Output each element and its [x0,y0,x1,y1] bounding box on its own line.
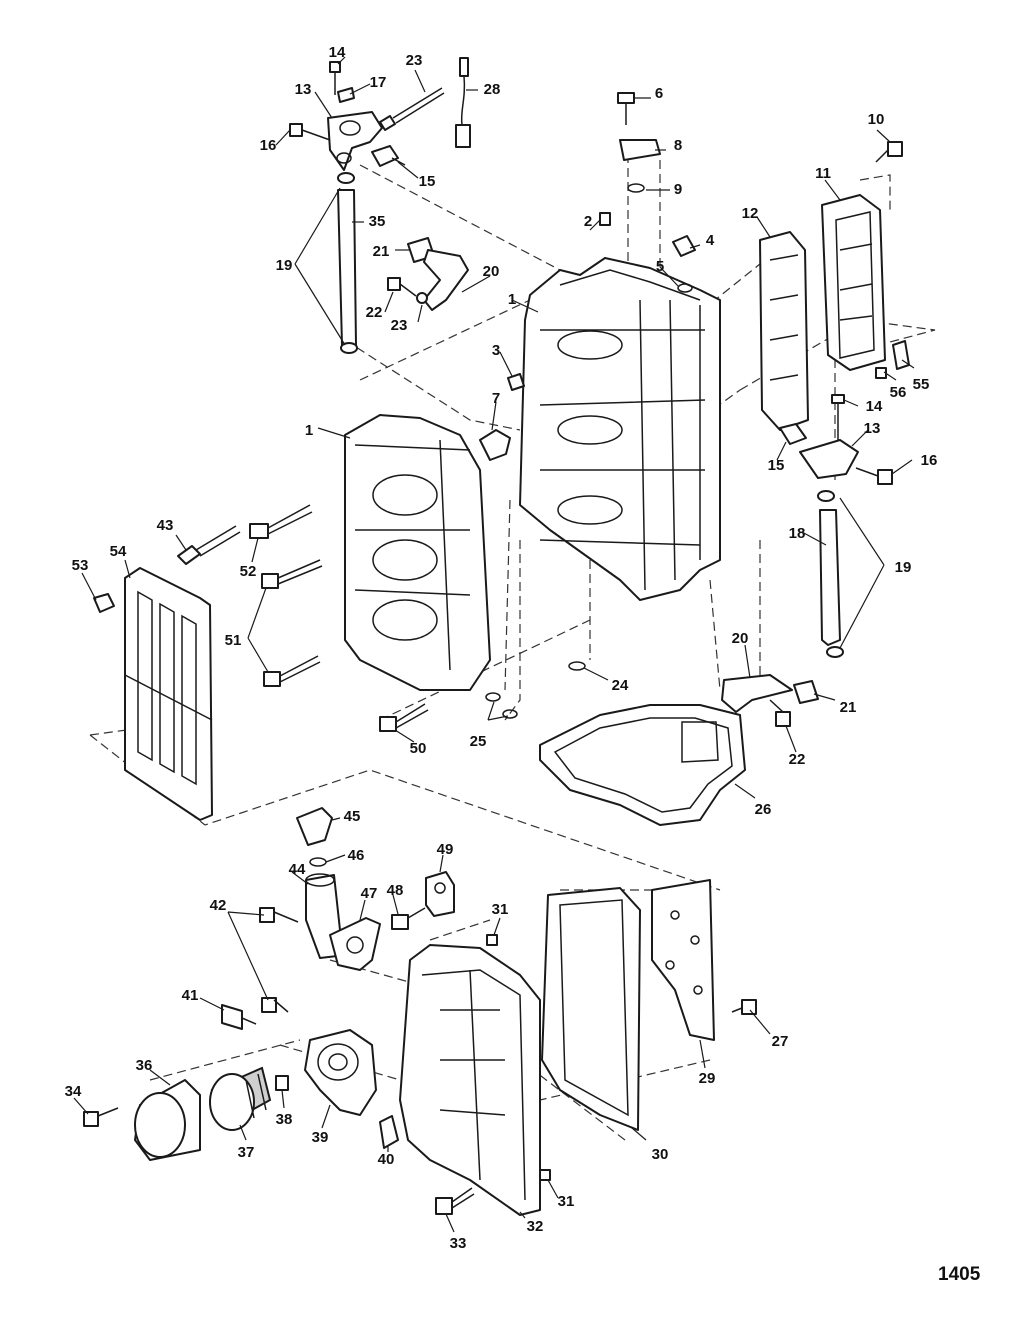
callout-34: 34 [65,1083,82,1100]
left-crankcase-parts [93,414,586,821]
callout-36: 36 [136,1057,153,1074]
callout-26: 26 [755,801,772,818]
callout-21: 21 [373,243,390,260]
callout-5: 5 [656,258,664,275]
callout-56: 56 [890,384,907,401]
callout-labels: 1417232813161535192120222368910111224513… [65,44,938,1252]
callout-24: 24 [612,677,629,694]
callout-41: 41 [182,987,199,1004]
callout-8: 8 [674,137,682,154]
callout-42: 42 [210,897,227,914]
callout-14: 14 [866,398,883,415]
callout-49: 49 [437,841,454,858]
callout-38: 38 [276,1111,293,1128]
callout-45: 45 [344,808,361,825]
callout-27: 27 [772,1033,789,1050]
callout-31: 31 [492,901,509,918]
callout-16: 16 [260,137,277,154]
callout-23: 23 [406,52,423,69]
callout-25: 25 [470,733,487,750]
callout-9: 9 [674,181,682,198]
callout-13: 13 [295,81,312,98]
callout-23: 23 [391,317,408,334]
callout-53: 53 [72,557,89,574]
exhaust-covers [759,141,910,431]
gaskets [539,704,757,1131]
callout-1: 1 [305,422,313,439]
callout-16: 16 [921,452,938,469]
right-thermostat-parts [721,394,893,727]
callout-31: 31 [558,1193,575,1210]
callout-35: 35 [369,213,386,230]
callout-10: 10 [868,111,885,128]
cylinder-block [479,92,721,601]
figure-number: 1405 [938,1264,981,1285]
callout-1: 1 [508,291,516,308]
callout-22: 22 [366,304,383,321]
callout-55: 55 [913,376,930,393]
callout-28: 28 [484,81,501,98]
callout-20: 20 [483,263,500,280]
callout-44: 44 [289,861,306,878]
callout-30: 30 [652,1146,669,1163]
callout-15: 15 [768,457,785,474]
callout-18: 18 [789,525,806,542]
callout-48: 48 [387,882,404,899]
callout-14: 14 [329,44,346,61]
callout-51: 51 [225,632,242,649]
callout-40: 40 [378,1151,395,1168]
lower-cover-parts [83,807,551,1216]
callout-11: 11 [815,165,831,182]
leader-lines [73,56,915,1233]
callout-4: 4 [706,232,715,249]
callout-13: 13 [864,420,881,437]
callout-15: 15 [419,173,436,190]
callout-3: 3 [492,342,500,359]
callout-47: 47 [361,885,378,902]
callout-46: 46 [348,847,365,864]
callout-20: 20 [732,630,749,647]
callout-32: 32 [527,1218,544,1235]
callout-52: 52 [240,563,257,580]
callout-21: 21 [840,699,857,716]
callout-19: 19 [276,257,293,274]
callout-54: 54 [110,543,127,560]
callout-22: 22 [789,751,806,768]
callout-19: 19 [895,559,912,576]
upper-left-parts [289,57,471,354]
callout-37: 37 [238,1144,255,1161]
callout-39: 39 [312,1129,329,1146]
callout-50: 50 [410,740,427,757]
callout-2: 2 [584,213,592,230]
callout-12: 12 [742,205,759,222]
callout-17: 17 [370,74,387,91]
callout-7: 7 [492,390,500,407]
callout-29: 29 [699,1070,716,1087]
callout-43: 43 [157,517,174,534]
callout-6: 6 [655,85,663,102]
callout-33: 33 [450,1235,467,1252]
